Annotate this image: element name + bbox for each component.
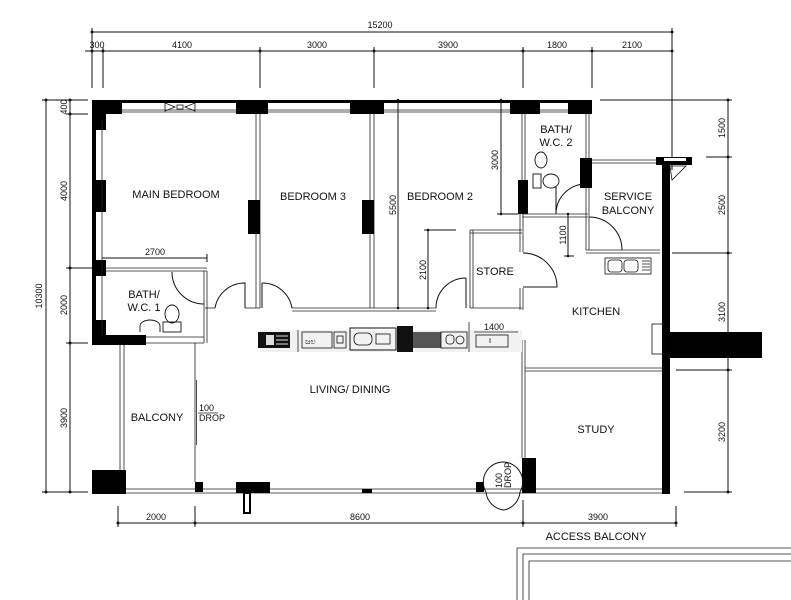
dim-bottom-2: 8600 xyxy=(350,512,370,522)
interior-dimensions: 2700 5500 3000 2100 1100 xyxy=(102,98,574,310)
svg-text:ಜಲ: ಜಲ xyxy=(305,337,316,346)
dim-left-overall: 10300 xyxy=(34,283,44,308)
dim-bottom-3: 3900 xyxy=(588,512,608,522)
label-bath2-line1: BATH/ xyxy=(540,124,573,136)
dim-top-5: 1800 xyxy=(547,40,567,50)
label-bedroom-2: BEDROOM 2 xyxy=(407,191,473,203)
counter-note: 1400 xyxy=(484,322,504,332)
drop-left-num: 100 xyxy=(199,403,214,413)
basin-icon xyxy=(139,319,161,332)
top-dimensions: 15200 300 4100 3000 3900 1800 2100 xyxy=(85,20,674,170)
dim-right-1: 1500 xyxy=(717,118,727,138)
left-dimensions: 10300 400 4000 2000 3900 xyxy=(34,98,100,494)
drop-left-text: DROP xyxy=(199,413,225,423)
label-main-bedroom: MAIN BEDROOM xyxy=(132,189,219,201)
dim-left-1: 400 xyxy=(59,99,69,114)
access-balcony-corridor xyxy=(516,547,791,600)
dim-left-4: 3900 xyxy=(59,408,69,428)
dim-kitchen-gap: 1100 xyxy=(558,225,568,244)
dim-top-2: 4100 xyxy=(172,40,192,50)
room-labels: MAIN BEDROOM BEDROOM 3 BEDROOM 2 BATH/ W… xyxy=(127,124,654,543)
fixtures: ಜಲ 1400 xyxy=(139,151,560,352)
label-store: STORE xyxy=(476,266,514,278)
drop-door-text: DROP xyxy=(503,462,513,488)
dim-right-2: 2500 xyxy=(717,195,727,215)
label-balcony: BALCONY xyxy=(131,412,184,424)
dim-left-2: 4000 xyxy=(59,181,69,201)
dim-top-6: 2100 xyxy=(622,40,642,50)
dim-bath2-depth: 3000 xyxy=(490,150,500,170)
dim-top-4: 3900 xyxy=(438,40,458,50)
doors xyxy=(171,183,623,511)
interior-walls xyxy=(106,114,662,482)
dim-bedroom2-depth: 5500 xyxy=(388,195,398,215)
dim-bath1-width: 2700 xyxy=(145,247,165,257)
drop-door-num: 100 xyxy=(494,473,504,488)
exterior-walls xyxy=(92,100,762,514)
bottom-dimensions: 2000 8600 3900 xyxy=(116,500,678,527)
label-bath1-line1: BATH/ xyxy=(128,289,161,301)
label-kitchen: KITCHEN xyxy=(572,306,620,318)
dim-top-3: 3000 xyxy=(307,40,327,50)
toilet-icon xyxy=(164,304,180,324)
label-bath1-line2: W.C. 1 xyxy=(127,302,160,314)
dim-top-overall: 15200 xyxy=(367,20,392,30)
label-access-balcony: ACCESS BALCONY xyxy=(546,531,648,543)
dim-store-depth: 2100 xyxy=(418,260,428,280)
label-service-balcony-line1: SERVICE xyxy=(604,191,652,203)
dim-bottom-1: 2000 xyxy=(146,512,166,522)
label-bath2-line2: W.C. 2 xyxy=(539,137,572,149)
dim-left-3: 2000 xyxy=(59,295,69,315)
dim-right-3: 3100 xyxy=(717,302,727,322)
right-dimensions: 1500 2500 3100 3200 xyxy=(600,98,732,494)
label-living-dining: LIVING/ DINING xyxy=(310,384,391,396)
label-study: STUDY xyxy=(577,424,615,436)
dim-right-4: 3200 xyxy=(717,422,727,442)
label-service-balcony-line2: BALCONY xyxy=(602,205,655,217)
label-bedroom-3: BEDROOM 3 xyxy=(280,191,346,203)
dim-top-1: 300 xyxy=(89,40,104,50)
